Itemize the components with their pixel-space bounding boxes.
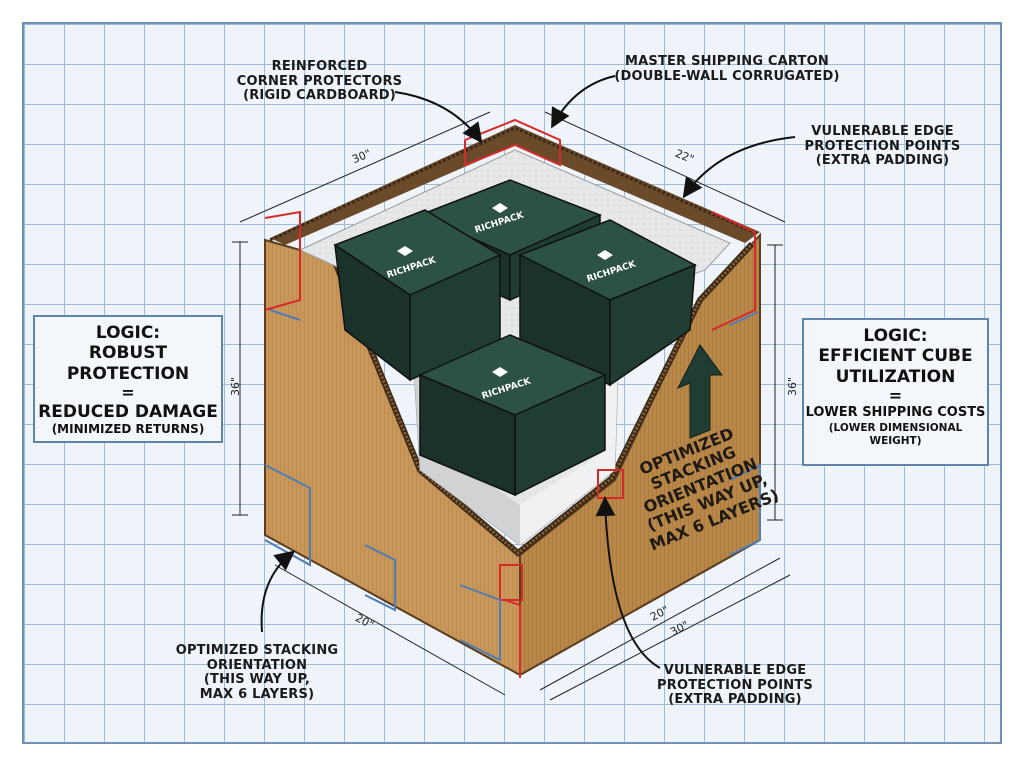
dimension-lines — [232, 111, 791, 701]
logic-left-line4: (MINIMIZED RETURNS) — [51, 422, 205, 437]
callout-stack-line4: MAX 6 LAYERS) — [199, 686, 315, 702]
callout-corner-line1: REINFORCED — [271, 59, 368, 74]
callout-stacking-bottom: OPTIMIZED STACKING ORIENTATION (THIS WAY… — [172, 643, 342, 702]
dim-right-height: 36" — [786, 376, 800, 397]
callout-edge-top-line3: (EXTRA PADDING) — [815, 153, 950, 169]
callout-edge-bottom-line3: (EXTRA PADDING) — [668, 692, 802, 708]
logic-left-line3: REDUCED DAMAGE — [38, 401, 218, 422]
callout-edge-bottom-line2: PROTECTION POINTS — [657, 677, 813, 693]
logic-box-efficiency: LOGIC: EFFICIENT CUBE UTILIZATION = LOWE… — [802, 318, 989, 466]
callout-edge-points-bottom: VULNERABLE EDGE PROTECTION POINTS (EXTRA… — [650, 663, 820, 708]
logic-left-equals: = — [121, 383, 135, 403]
logic-right-line3: UTILIZATION — [835, 366, 956, 387]
callout-corner-line3: (RIGID CARDBOARD) — [243, 88, 396, 104]
logic-right-equals: = — [888, 386, 903, 406]
logic-right-line4: LOWER SHIPPING COSTS — [805, 404, 986, 420]
callout-master-carton: MASTER SHIPPING CARTON (DOUBLE-WALL CORR… — [612, 54, 842, 84]
this-way-up-arrow — [676, 344, 723, 439]
callout-master-line2: (DOUBLE-WALL CORRUGATED) — [614, 68, 840, 84]
callout-corner-protectors: REINFORCED CORNER PROTECTORS (RIGID CARD… — [232, 59, 407, 104]
callout-edge-top-line2: PROTECTION POINTS — [804, 138, 961, 154]
logic-left-title: LOGIC: — [95, 323, 161, 343]
callout-stack-line3: (THIS WAY UP, — [203, 672, 311, 688]
dim-left-height: 36" — [229, 376, 243, 397]
logic-right-line2: EFFICIENT CUBE — [818, 346, 973, 367]
callout-stack-line2: ORIENTATION — [206, 657, 308, 673]
callout-corner-line2: CORNER PROTECTORS — [236, 73, 403, 89]
product-box-right — [518, 219, 697, 387]
brand-logo-icons — [397, 203, 613, 377]
logic-box-protection: LOGIC: ROBUST PROTECTION = REDUCED DAMAG… — [33, 315, 223, 443]
logic-right-line5: (LOWER DIMENSIONAL WEIGHT) — [828, 421, 963, 448]
logic-right-title: LOGIC: — [863, 326, 928, 346]
callout-edge-bottom-line1: VULNERABLE EDGE — [663, 663, 807, 678]
callout-edge-points-top: VULNERABLE EDGE PROTECTION POINTS (EXTRA… — [795, 124, 970, 169]
edge-protection-outlines — [264, 118, 756, 678]
callout-edge-top-line1: VULNERABLE EDGE — [811, 124, 954, 139]
product-box-front — [418, 334, 607, 497]
callout-stack-line1: OPTIMIZED STACKING — [175, 643, 339, 658]
callout-arrows — [260, 75, 796, 669]
logic-left-line2: ROBUST PROTECTION — [66, 343, 190, 384]
callout-master-line1: MASTER SHIPPING CARTON — [625, 54, 829, 69]
